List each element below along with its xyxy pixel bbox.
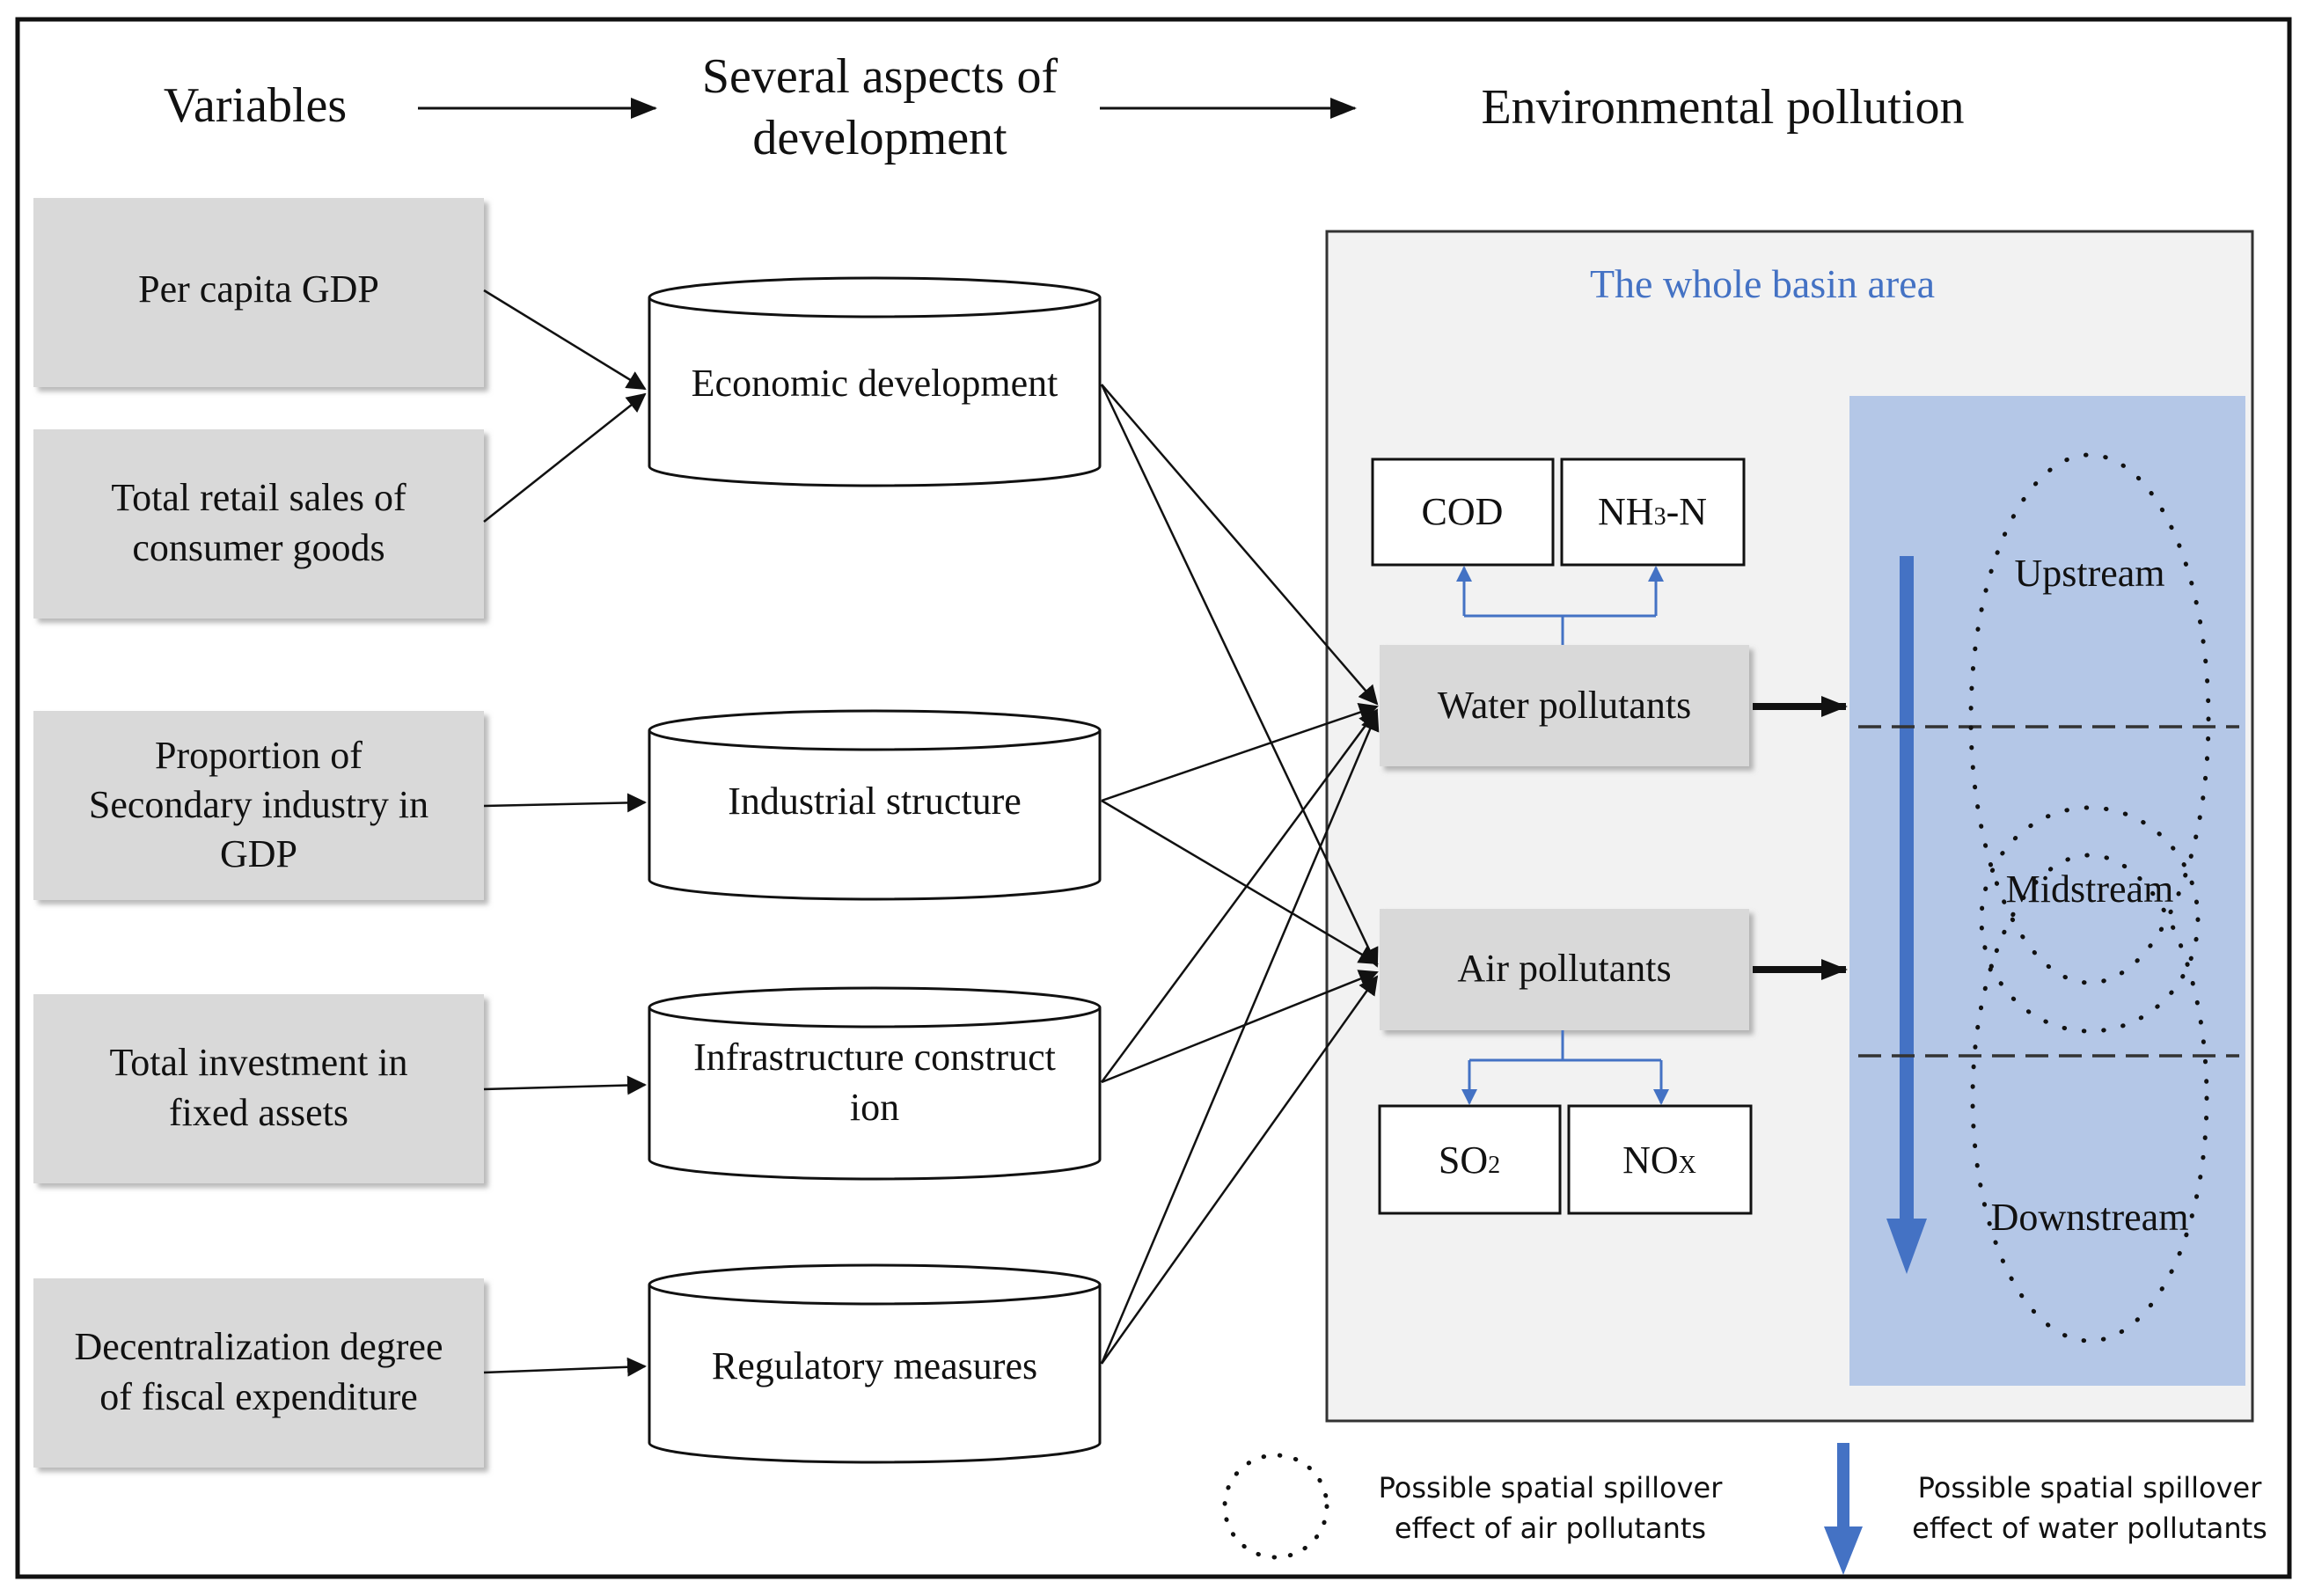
- cylinder-regulatory: Regulatory measures: [648, 1263, 1102, 1464]
- variable-gdp-label: Per capita GDP: [138, 267, 379, 311]
- header-variables: Variables: [164, 78, 347, 133]
- variable-investment-label-2: fixed assets: [169, 1091, 348, 1134]
- variable-box-gdp: Per capita GDP: [33, 198, 484, 387]
- so2-box: SO2: [1378, 1104, 1562, 1215]
- arrow-gdp-economic: [483, 289, 647, 391]
- aspect-industrial-label: Industrial structure: [728, 780, 1022, 823]
- header-aspects-line1: Several aspects of: [702, 49, 1058, 104]
- variable-investment-label-1: Total investment in: [109, 1041, 407, 1084]
- legend-dotted-circle-icon: [1222, 1453, 1329, 1560]
- upstream-label: Upstream: [2014, 552, 2164, 595]
- header-aspects-line2: development: [752, 111, 1007, 165]
- aspect-infrastructure-label-1: Infrastructure construct: [693, 1036, 1056, 1079]
- legend-water-text-1: Possible spatial spillover: [1918, 1471, 2263, 1504]
- arrow-secondary-industrial: [483, 793, 647, 813]
- arrow-fiscal-regulatory: [483, 1357, 647, 1377]
- arrow-regulatory-air: [1100, 975, 1379, 1365]
- arrow-investment-infrastructure: [483, 1075, 647, 1095]
- arrow-infrastructure-air: [1101, 970, 1379, 1084]
- arrow-regulatory-water: [1100, 711, 1380, 1365]
- aspect-economic-label: Economic development: [692, 362, 1058, 405]
- water-to-subpollutants-connector: [1456, 566, 1664, 645]
- variable-secondary-label-3: GDP: [220, 832, 297, 875]
- arrow-economic-water: [1101, 384, 1379, 706]
- so2-label: SO2: [1439, 1138, 1500, 1182]
- aspect-to-pollutant-arrows: [1100, 384, 1380, 1365]
- air-pollutants-label: Air pollutants: [1457, 947, 1671, 990]
- arrow-economic-air: [1100, 384, 1379, 968]
- air-to-subpollutants-connector: [1461, 1030, 1669, 1105]
- water-pollutants-box: Water pollutants: [1380, 645, 1749, 766]
- arrow-infrastructure-water: [1100, 708, 1379, 1083]
- cylinder-infrastructure: Infrastructure construct ion: [648, 986, 1102, 1181]
- variable-secondary-label-2: Secondary industry in: [89, 783, 428, 826]
- cylinder-economic: Economic development: [648, 276, 1102, 487]
- river-flow-arrowhead: [1886, 1219, 1927, 1274]
- nh3n-label: NH3-N: [1598, 490, 1707, 533]
- basin-title: The whole basin area: [1590, 261, 1935, 306]
- legend-water-text-2: effect of water pollutants: [1912, 1512, 2267, 1545]
- downstream-label: Downstream: [1991, 1196, 2189, 1239]
- cod-box: COD: [1371, 458, 1555, 567]
- variable-retail-label-1: Total retail sales of: [111, 476, 406, 519]
- nox-label: NOX: [1622, 1138, 1696, 1182]
- air-pollutants-box: Air pollutants: [1380, 909, 1749, 1030]
- variable-box-retail: Total retail sales of consumer goods: [33, 429, 484, 619]
- nh3n-box: NH3-N: [1560, 458, 1746, 567]
- spillover-ellipse-lower: [1970, 853, 2209, 1343]
- aspect-infrastructure-label-2: ion: [850, 1086, 899, 1129]
- arrow-retail-economic: [483, 392, 647, 523]
- legend-air-text-2: effect of air pollutants: [1395, 1512, 1706, 1545]
- legend-air-text-1: Possible spatial spillover: [1379, 1471, 1724, 1504]
- legend-blue-arrowhead: [1824, 1526, 1863, 1575]
- midstream-label: Midstream: [2006, 868, 2174, 911]
- variable-box-fiscal: Decentralization degree of fiscal expend…: [33, 1278, 484, 1468]
- arrow-industrial-air: [1101, 799, 1379, 965]
- header-pollution: Environmental pollution: [1481, 80, 1964, 135]
- variable-fiscal-label-1: Decentralization degree: [75, 1325, 443, 1368]
- water-pollutants-label: Water pollutants: [1438, 684, 1692, 727]
- variable-secondary-label-1: Proportion of: [155, 734, 363, 777]
- spillover-ellipse-upper: [1968, 452, 2211, 985]
- arrow-industrial-water: [1101, 703, 1379, 802]
- variable-box-investment: Total investment in fixed assets: [33, 994, 484, 1183]
- variable-retail-label-2: consumer goods: [132, 526, 384, 569]
- cylinder-industrial: Industrial structure: [648, 709, 1102, 901]
- aspect-regulatory-label: Regulatory measures: [712, 1344, 1037, 1387]
- nox-box: NOX: [1567, 1104, 1753, 1215]
- spillover-ellipse-middle: [1979, 805, 2201, 1034]
- variable-fiscal-label-2: of fiscal expenditure: [99, 1375, 418, 1418]
- variable-box-secondary: Proportion of Secondary industry in GDP: [33, 711, 484, 900]
- cod-label: COD: [1422, 490, 1504, 533]
